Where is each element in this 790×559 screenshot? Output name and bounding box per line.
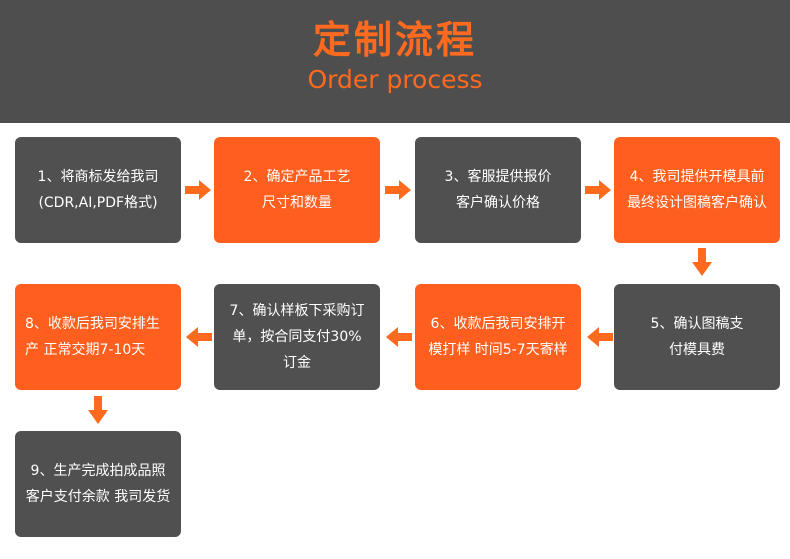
step-7-box: 7、确认样板下采购订 单，按合同支付30% 订金 [214, 284, 380, 390]
arrow-down-icon [86, 396, 110, 424]
page-title: 定制流程 [312, 18, 477, 62]
arrow-left-icon [386, 325, 412, 349]
page-subtitle: Order process [307, 65, 483, 94]
arrow-right-icon [585, 178, 611, 202]
step-5-box: 5、确认图稿支 付模具费 [614, 284, 780, 390]
step-6-box: 6、收款后我司安排开 模打样 时间5-7天寄样 [415, 284, 581, 390]
arrow-left-icon [587, 325, 613, 349]
step-3-box: 3、客服提供报价 客户确认价格 [415, 137, 581, 243]
header-banner: 定制流程 Order process [0, 0, 790, 123]
arrow-right-icon [185, 178, 211, 202]
step-4-box: 4、我司提供开模具前 最终设计图稿客户确认 [614, 137, 780, 243]
step-2-box: 2、确定产品工艺 尺寸和数量 [214, 137, 380, 243]
step-9-box: 9、生产完成拍成品照 客户支付余款 我司发货 [15, 431, 181, 537]
step-1-box: 1、将商标发给我司 (CDR,AI,PDF格式) [15, 137, 181, 243]
step-8-box: 8、收款后我司安排生 产 正常交期7-10天 [15, 284, 181, 390]
arrow-right-icon [385, 178, 411, 202]
arrow-left-icon [186, 325, 212, 349]
arrow-down-icon [690, 248, 714, 276]
